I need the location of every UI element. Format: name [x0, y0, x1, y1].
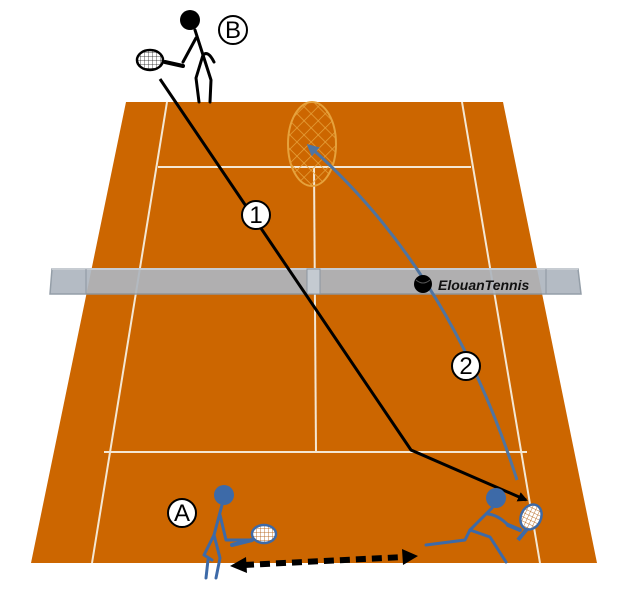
shot-1-label: 1: [241, 200, 271, 230]
player-a-head: [214, 485, 234, 505]
brand-label: ElouanTennis: [438, 277, 529, 293]
svg-text:A: A: [174, 500, 190, 527]
player-b: [135, 10, 216, 104]
shot-2-path: [306, 144, 519, 481]
ball-seam: [415, 279, 431, 284]
player-b-head: [180, 10, 200, 30]
player-a: [202, 485, 254, 580]
racket-icon: [135, 48, 165, 72]
net: [49, 268, 582, 295]
player-right: [424, 488, 522, 564]
shot-1-path: [158, 78, 528, 502]
target-zone: [287, 101, 337, 187]
shot-2-label: 2: [451, 351, 481, 381]
svg-text:B: B: [225, 17, 241, 44]
ball-icon: [414, 275, 432, 293]
svg-text:2: 2: [459, 353, 472, 380]
racket-icon: [250, 523, 278, 545]
movement-arrow: [230, 549, 418, 573]
racket-handle: [516, 527, 529, 542]
player-right-head: [486, 488, 506, 508]
svg-text:1: 1: [249, 202, 262, 229]
court-surface: [31, 102, 597, 563]
player-a-label: A: [167, 498, 197, 528]
player-b-label: B: [218, 15, 248, 45]
